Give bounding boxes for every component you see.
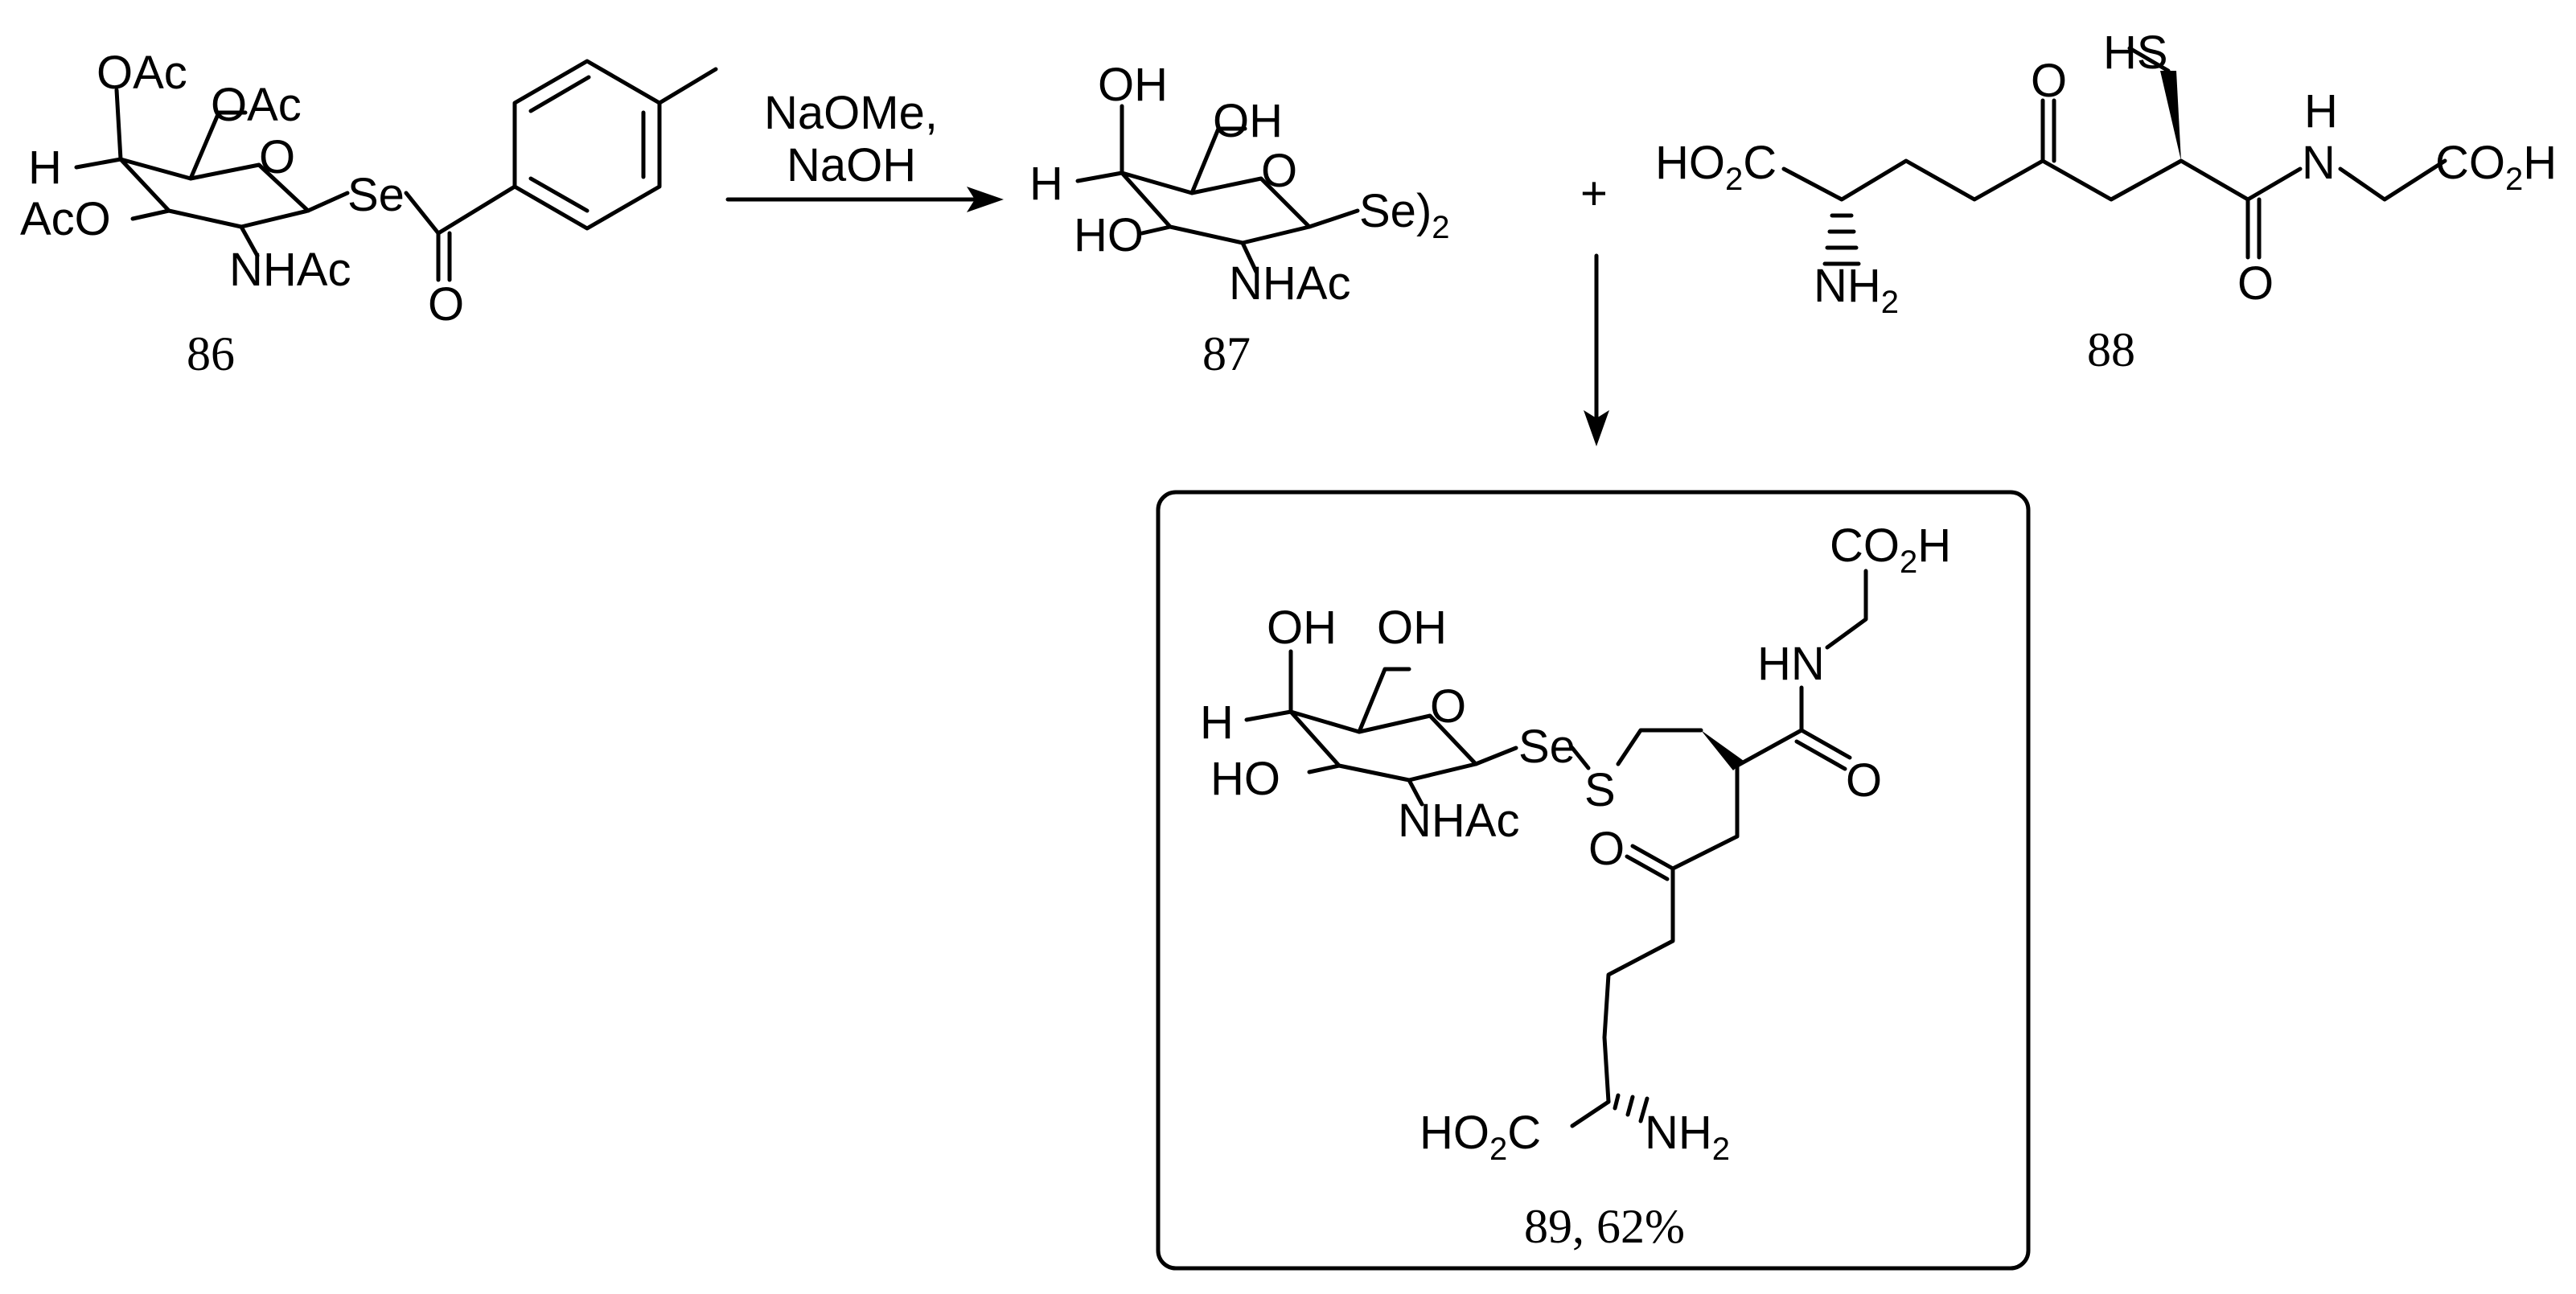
c86-c1-se-bond [306, 191, 350, 213]
c89-hn: HN [1757, 638, 1825, 690]
c86-ch2oac-bond [188, 110, 248, 181]
c89-co2h: CO2H [1830, 520, 1951, 580]
c86-c2-nhac-bond [239, 224, 260, 258]
compound-89: CO2H HN OH OH H O Se S O HO NHAc O HO2C … [1156, 490, 2031, 1271]
c88-amide-n-bond [2245, 166, 2303, 202]
c87-label: 87 [1202, 327, 1251, 380]
c88-wedge-ch2 [2160, 71, 2181, 161]
c87-ring-o: O [1261, 145, 1297, 197]
c89-ketone-a [1630, 844, 1675, 871]
compound-88: HS O H N HO2C NH2 O CO2H 88 [1655, 27, 2557, 376]
c89-nh2: NH2 [1645, 1107, 1730, 1167]
c86-oac-ch2: OAc [211, 79, 302, 131]
c89-nhac: NHAc [1398, 795, 1519, 847]
plus-sign: + [1580, 167, 1608, 220]
arrow-2-head [1584, 410, 1609, 446]
c89-wedge-ch2 [1701, 730, 1744, 770]
c86-tolyl-ring [512, 59, 662, 231]
c89-amide-o-b [1794, 739, 1847, 771]
c89-hashed-nh2 [1613, 1093, 1650, 1124]
c89-ketone-b [1625, 854, 1670, 881]
c86-c4-oac-bond [114, 88, 123, 162]
c87-c4-h-bond [1075, 170, 1124, 183]
c89-ring-o: O [1430, 680, 1466, 733]
c89-ch2oh-bond [1357, 667, 1411, 734]
c89-glycine-bonds [1825, 569, 1868, 650]
c88-nh2: NH2 [1814, 260, 1899, 320]
c86-ring-o: O [259, 131, 295, 183]
c88-ketone-o: O [2031, 55, 2067, 107]
c89-h: H [1200, 696, 1234, 749]
c89-se: Se [1518, 721, 1576, 773]
c86-tolyl-double-1 [528, 75, 591, 113]
product-box [1156, 490, 2031, 1271]
reaction-arrow-2 [1584, 253, 1609, 446]
c89-ho: HO [1210, 753, 1280, 805]
c89-s-ch2-bond [1616, 728, 1703, 766]
c88-hs: HS [2103, 27, 2168, 79]
c87-nhac: NHAc [1229, 257, 1350, 310]
c89-amide-o-a [1799, 728, 1852, 760]
c89-ketone-o: O [1588, 823, 1625, 875]
c89-oh-top: OH [1267, 602, 1337, 654]
c87-oh-top: OH [1098, 59, 1168, 111]
c86-label: 86 [187, 327, 235, 380]
c86-nhac: NHAc [229, 244, 351, 296]
c88-nh-n: N [2302, 137, 2336, 189]
arrow-1-head [967, 187, 1004, 212]
c86-c4-h-bond [74, 157, 123, 170]
c86-methyl-bond [657, 67, 718, 105]
c86-tolyl-double-3 [528, 176, 590, 213]
c87-ch2oh-bond [1189, 126, 1247, 195]
c87-c2-nhac-bond [1240, 240, 1259, 274]
c89-label: 89, 62% [1524, 1200, 1685, 1253]
c89-c3-oh-bond [1307, 763, 1341, 774]
c87-ho: HO [1074, 209, 1144, 261]
c86-carbonyl-o: O [428, 278, 464, 331]
c88-co2h-right: CO2H [2435, 137, 2557, 197]
c89-amide-o: O [1846, 754, 1882, 807]
c87-h: H [1029, 158, 1063, 210]
c89-c1-se-bond [1473, 746, 1518, 766]
c86-c3-oac-bond [130, 208, 171, 221]
c88-co2h-left: HO2C [1655, 137, 1777, 197]
c86-oac-top: OAc [97, 47, 187, 99]
c86-carbonyl-aryl-bond [436, 184, 517, 236]
reagent-line-1: NaOMe, [764, 87, 938, 139]
c88-label: 88 [2087, 323, 2135, 376]
c89-alpha-co2h-bond [1570, 1099, 1611, 1128]
c88-hashed-nh2 [1822, 213, 1861, 266]
c88-amide-o: O [2237, 257, 2274, 310]
c87-se-dimer: Se)2 [1359, 185, 1450, 245]
c86-aco: AcO [20, 193, 111, 245]
reagent-line-2: NaOH [787, 139, 916, 191]
c89-se-s-bond [1570, 746, 1591, 770]
c89-chain-bonds [1602, 763, 1740, 1104]
c88-nh-h: H [2304, 85, 2338, 138]
c89-oh-ch2: OH [1377, 602, 1447, 654]
c89-c4-h-bond [1244, 709, 1293, 722]
c87-oh-ch2: OH [1213, 95, 1283, 147]
reaction-arrow-1: NaOMe, NaOH [725, 87, 1004, 212]
c89-s: S [1584, 764, 1616, 816]
compound-86: OAc OAc H O Se AcO NHAc O 86 [20, 47, 718, 380]
c86-se-carbonyl-bond [404, 191, 441, 236]
c86-se: Se [347, 169, 405, 221]
c89-ho2c: HO2C [1419, 1107, 1541, 1167]
c88-glycine-bonds [2338, 158, 2447, 202]
c86-h: H [28, 142, 62, 194]
c88-ch2-s-bond [2127, 46, 2171, 73]
c89-c2-nhac-bond [1407, 778, 1424, 807]
c88-backbone [1781, 158, 2250, 202]
c87-c3-oh-bond [1140, 224, 1173, 236]
compound-87: OH OH H O Se)2 HO NHAc 87 [1029, 59, 1450, 380]
c87-c1-se-bond [1307, 208, 1360, 229]
c89-alpha-carbonyl-bond [1735, 728, 1804, 768]
